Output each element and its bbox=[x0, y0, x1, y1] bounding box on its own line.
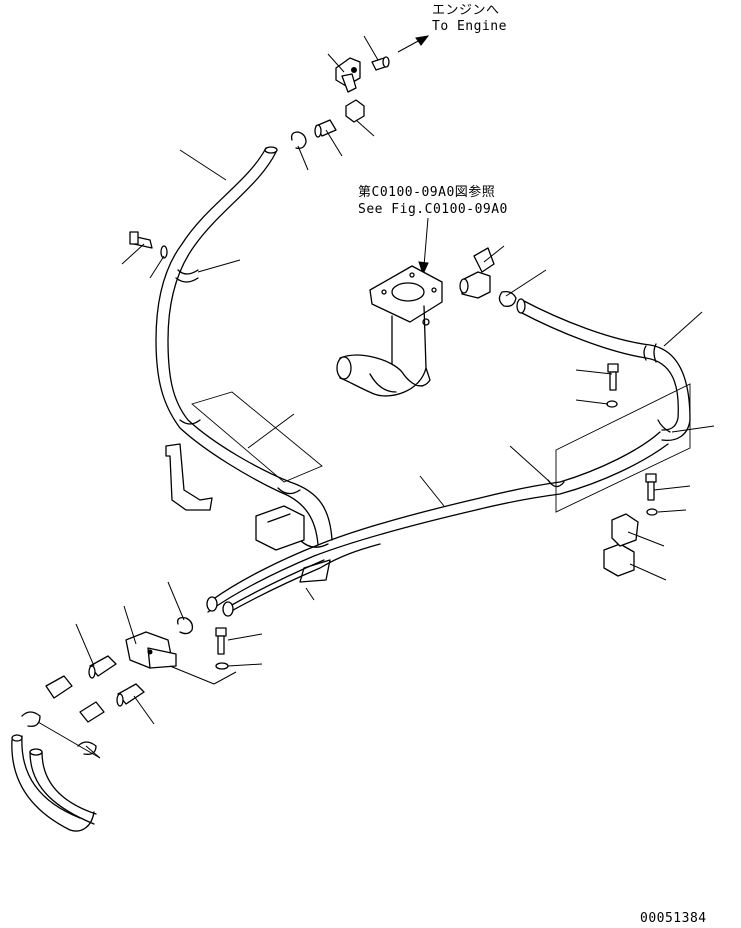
reference-label-ja: 第C0100-09A0図参照 bbox=[358, 184, 495, 200]
bracket-left bbox=[165, 443, 213, 511]
drawing-number: 00051384 bbox=[640, 911, 707, 926]
bolt-upper-left bbox=[129, 231, 153, 249]
reference-arrow bbox=[418, 217, 429, 276]
upper-hose-left bbox=[155, 146, 333, 548]
engine-label-en: To Engine bbox=[432, 19, 507, 34]
bottom-left-hoses bbox=[11, 734, 97, 832]
flange-elbow bbox=[336, 265, 443, 397]
washer-right-upper bbox=[606, 400, 618, 408]
washer-upper-left bbox=[160, 245, 168, 259]
reference-label-en: See Fig.C0100-09A0 bbox=[358, 202, 508, 217]
top-tee bbox=[345, 99, 365, 123]
elbow-lower-left bbox=[45, 675, 73, 699]
connector-right bbox=[116, 683, 145, 707]
top-adapter bbox=[314, 119, 337, 138]
top-hose-clamp bbox=[290, 131, 307, 150]
elbow-fitting-center bbox=[459, 247, 495, 299]
elbow-lower-mid bbox=[79, 701, 105, 723]
washer-right-lower bbox=[646, 508, 658, 516]
hose-clamp-lower bbox=[177, 616, 194, 635]
bracket-right bbox=[603, 513, 639, 577]
top-elbow-fitting bbox=[335, 57, 361, 93]
leader-lines bbox=[37, 35, 715, 759]
connector-left bbox=[88, 655, 117, 679]
clamp-lower-mid bbox=[77, 741, 97, 755]
sleeve-left bbox=[191, 391, 323, 483]
manifold-block bbox=[125, 631, 177, 669]
bolt-right-lower bbox=[645, 473, 657, 501]
washer-lower-center bbox=[215, 662, 229, 670]
clamp-block-left bbox=[255, 505, 305, 551]
bolt-lower-center bbox=[215, 627, 227, 655]
lower-hoses bbox=[206, 431, 669, 617]
bolt-right-upper bbox=[607, 363, 619, 391]
top-nipple bbox=[371, 56, 390, 71]
hose-clamp-center bbox=[498, 290, 517, 307]
clamp-lower-left bbox=[21, 711, 41, 727]
engine-label-ja: エンジンへ bbox=[432, 3, 500, 18]
sleeve-right bbox=[555, 383, 691, 513]
right-hose bbox=[516, 298, 691, 442]
to-engine-arrow bbox=[397, 35, 430, 53]
